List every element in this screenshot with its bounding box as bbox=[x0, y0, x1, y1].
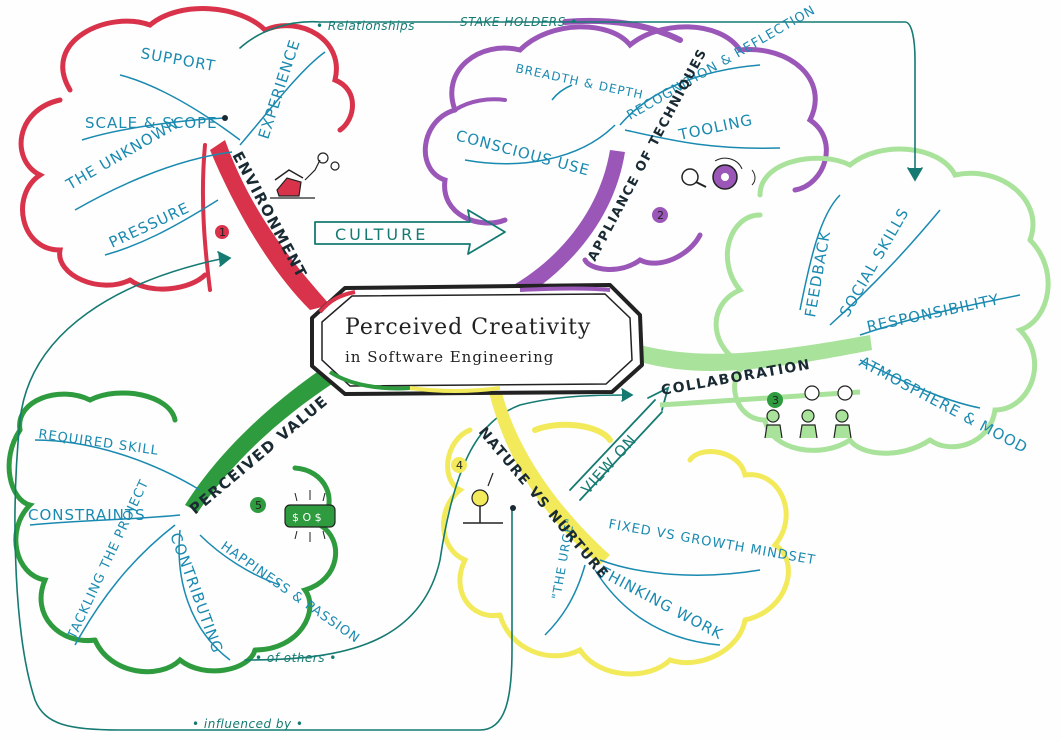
nature-item-thinking: THINKING WORK bbox=[595, 562, 726, 643]
dot-marker bbox=[222, 115, 228, 121]
tools-illustration bbox=[681, 157, 756, 190]
techniques-label: APPLIANCE OF TECHNIQUES bbox=[585, 46, 710, 264]
value-cloud bbox=[6, 390, 338, 675]
value-topic: REQUIRED SKILL CONSTRAINTS TACKLING THE … bbox=[28, 392, 363, 661]
connector-lines bbox=[14, 20, 923, 731]
collaboration-branch bbox=[640, 335, 872, 372]
badge-environment-number: 1 bbox=[219, 226, 226, 239]
collab-item-feedback: FEEDBACK bbox=[801, 229, 834, 319]
center-title: Perceived Creativity bbox=[345, 315, 591, 340]
culture-label: CULTURE bbox=[335, 225, 428, 244]
nature-cloud bbox=[441, 421, 791, 677]
badge-nature bbox=[451, 457, 467, 473]
badge-collaboration-number: 3 bbox=[772, 394, 779, 407]
central-topic: Perceived Creativity in Software Enginee… bbox=[310, 283, 644, 396]
badge-environment bbox=[215, 225, 229, 239]
techniques-cloud bbox=[422, 17, 829, 272]
influenced-by-label: • influenced by • bbox=[192, 717, 304, 731]
env-item-scale-scope: SCALE & SCOPE bbox=[85, 114, 218, 132]
environment-branch bbox=[210, 140, 330, 310]
value-item-constraints: CONSTRAINTS bbox=[28, 506, 146, 524]
of-others-label: • of others • bbox=[255, 651, 337, 665]
environment-label: ENVIRONMENT bbox=[228, 148, 310, 281]
badge-collaboration bbox=[767, 392, 783, 408]
badge-value bbox=[250, 497, 266, 513]
badge-nature-number: 4 bbox=[456, 459, 463, 472]
tech-item-breadth-depth: BREADTH & DEPTH bbox=[514, 61, 644, 102]
culture-arrow bbox=[314, 209, 506, 255]
badge-techniques-number: 2 bbox=[657, 209, 664, 222]
env-item-experience: EXPERIENCE bbox=[255, 37, 304, 141]
env-item-pressure: PRESSURE bbox=[106, 199, 192, 252]
value-item-happiness: HAPPINESS & PASSION bbox=[218, 539, 363, 647]
tech-item-recognition: RECOGNITION & REFLECTION bbox=[625, 3, 819, 124]
relationships-label: • Relationships bbox=[316, 19, 415, 33]
collab-item-responsibility: RESPONSIBILITY bbox=[865, 290, 1001, 336]
env-item-support: SUPPORT bbox=[139, 44, 217, 75]
value-item-required-skill: REQUIRED SKILL bbox=[37, 427, 159, 459]
badge-value-number: 5 bbox=[255, 499, 262, 512]
people-illustration bbox=[764, 385, 853, 439]
tech-item-tooling: TOOLING bbox=[676, 111, 754, 144]
money-illustration: $ O $ bbox=[284, 490, 336, 542]
house-illustration bbox=[270, 152, 340, 199]
environment-cloud bbox=[18, 6, 355, 292]
nature-label: NATURE VS NURTURE bbox=[475, 424, 612, 582]
badge-techniques bbox=[652, 207, 668, 223]
center-subtitle: in Software Engineering bbox=[345, 348, 554, 366]
collab-item-atmosphere: ATMOSPHERE & MOOD bbox=[856, 353, 1031, 457]
dot-marker bbox=[510, 505, 516, 511]
value-item-contributing: CONTRIBUTING bbox=[166, 530, 226, 656]
money-label: $ O $ bbox=[292, 511, 322, 524]
value-item-tackling: TACKLING THE PROJECT bbox=[65, 477, 153, 642]
value-branch bbox=[185, 370, 335, 512]
stakeholders-label: STAKE HOLDERS • bbox=[460, 15, 578, 29]
nature-branch bbox=[488, 385, 610, 565]
collab-item-social: SOCIAL SKILLS bbox=[836, 205, 913, 320]
environment-topic: SUPPORT SCALE & SCOPE THE UNKNOWN PRESSU… bbox=[62, 37, 340, 282]
tree-illustration bbox=[463, 472, 503, 524]
